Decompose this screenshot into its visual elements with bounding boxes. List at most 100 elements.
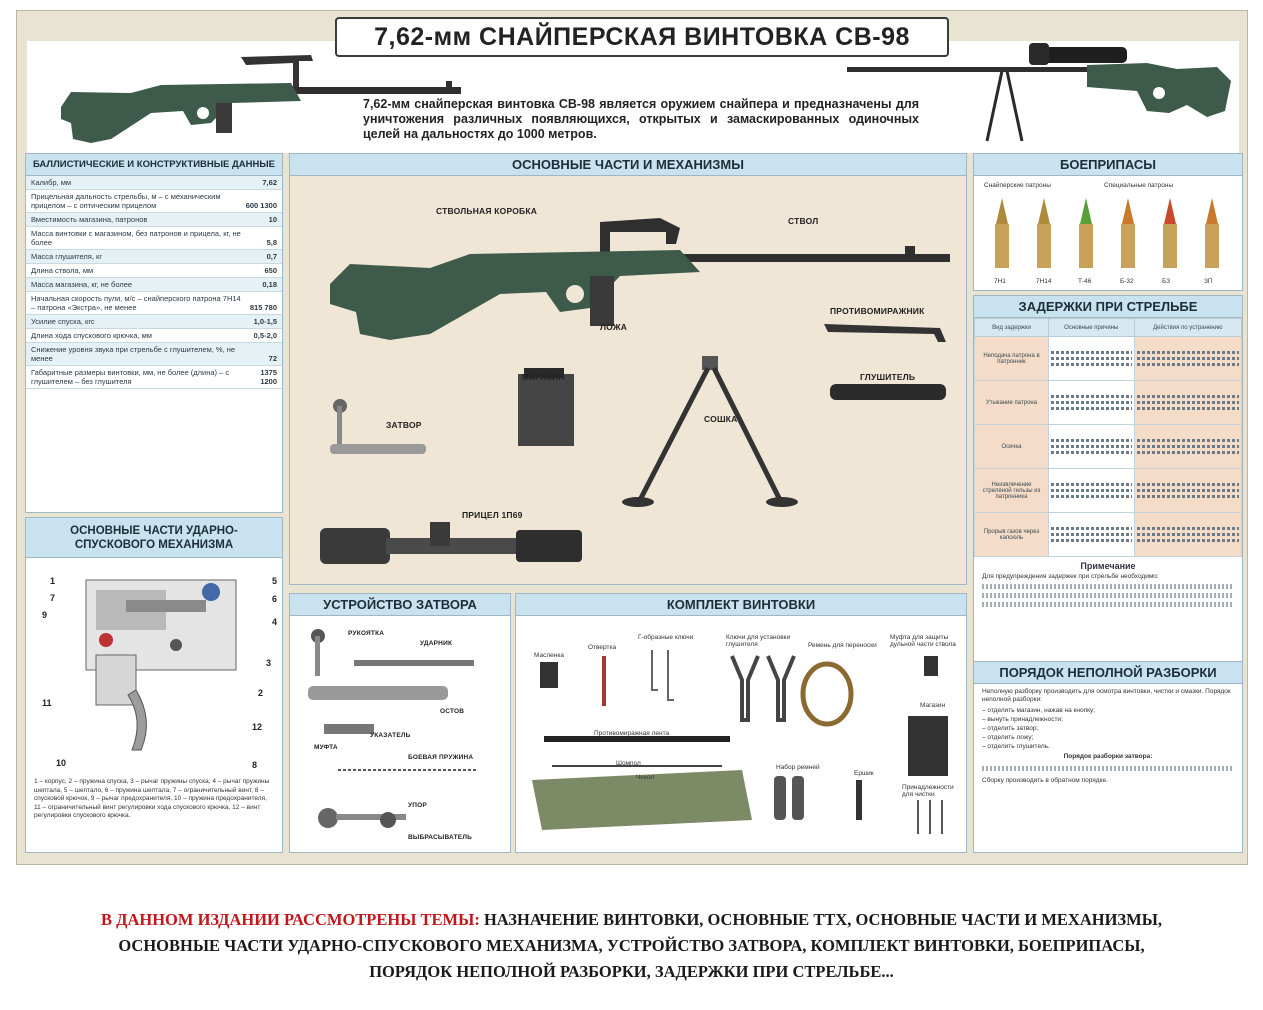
trigger-num: 3 — [266, 658, 272, 668]
topics-line-3: ПОРЯДОК НЕПОЛНОЙ РАЗБОРКИ, ЗАДЕРЖКИ ПРИ … — [369, 962, 894, 981]
trigger-num: 1 — [50, 576, 56, 586]
rifle-main-image — [330, 218, 950, 340]
delay-type: Прорыв газов через капсюль — [974, 512, 1049, 557]
disassembly-step: – отделить ложу; — [982, 734, 1034, 741]
delay-type: Неподача патрона в патронник — [974, 336, 1049, 381]
magazine-image — [518, 368, 574, 446]
ballistic-value: 815 780 — [249, 303, 277, 312]
bipod-image — [622, 356, 798, 507]
notes-line — [982, 584, 1234, 589]
delay-actions — [1133, 512, 1243, 557]
flashguard-image — [824, 324, 946, 342]
ballistic-value: 1,0-1,5 — [253, 317, 277, 326]
label-spring: БОЕВАЯ ПРУЖИНА — [408, 754, 474, 761]
topics-line-1-text: НАЗНАЧЕНИЕ ВИНТОВКИ, ОСНОВНЫЕ ТТХ, ОСНОВ… — [479, 910, 1163, 929]
parts-title: ОСНОВНЫЕ ЧАСТИ И МЕХАНИЗМЫ — [290, 154, 966, 176]
ballistic-label: Габаритные размеры винтовки, мм, не боле… — [31, 368, 230, 386]
ballistic-value: 10 — [268, 215, 277, 224]
ballistic-value: 0,18 — [262, 280, 277, 289]
cartridge-bullet — [1080, 198, 1092, 224]
ballistic-label: Вместимость магазина, патронов — [31, 215, 148, 224]
cartridge-bullet — [996, 198, 1008, 224]
cartridge-case — [1163, 224, 1177, 268]
ammo-label: Б-32 — [1120, 278, 1134, 285]
ammo-label: ЗП — [1204, 278, 1213, 285]
label-pointer: УКАЗАТЕЛЬ — [370, 732, 411, 739]
ballistic-label: Калибр, мм — [31, 178, 72, 187]
notes-line — [982, 602, 1234, 607]
delay-row: Неизвлечение стреляной гильзы из патронн… — [974, 468, 1243, 513]
delay-type: Утыкание патрона — [974, 380, 1049, 425]
label-flashguard: ПРОТИВОМИРАЖНИК — [830, 306, 925, 316]
delays-header: Вид задержки — [974, 318, 1049, 337]
trigger-num: 12 — [252, 722, 263, 732]
disassembly-step: – отделить затвор; — [982, 725, 1039, 732]
poster: 7,62-мм снайперская винтовка СВ-98 являе… — [16, 10, 1248, 865]
cartridge-bullet — [1122, 198, 1134, 224]
ballistic-row: Длина ствола, мм 650 — [26, 264, 282, 278]
trigger-num: 6 — [272, 594, 278, 604]
label-ejector: ВЫБРАСЫВАТЕЛЬ — [408, 834, 472, 841]
ammo-label: БЗ — [1162, 278, 1171, 285]
scope-image — [320, 522, 582, 564]
ammo-group-sniper: Снайперские патроны — [984, 182, 1051, 189]
silencer-image — [830, 384, 946, 400]
disassembly-step: – вынуть принадлежности; — [982, 716, 1063, 723]
disassembly-step: – отделить глушитель. — [982, 743, 1050, 750]
kit-brush: Ершик — [854, 770, 874, 777]
label-magazine: МАГАЗИН — [522, 372, 565, 382]
ballistic-label: Масса глушителя, кг — [31, 252, 103, 261]
ballistic-panel: БАЛЛИСТИЧЕСКИЕ И КОНСТРУКТИВНЫЕ ДАННЫЕ К… — [25, 153, 283, 513]
ammo-title: БОЕПРИПАСЫ — [974, 154, 1242, 176]
bolt-assembly-image — [308, 629, 478, 828]
delay-row: Неподача патрона в патронник — [974, 336, 1243, 381]
label-stop: УПОР — [408, 802, 427, 809]
label-bolt: ЗАТВОР — [386, 420, 422, 430]
disassembly-line — [982, 766, 1234, 771]
cartridge-case — [1121, 224, 1135, 268]
kit-title: КОМПЛЕКТ ВИНТОВКИ — [516, 594, 966, 616]
kit-counter: Противомиражная лента — [594, 730, 670, 737]
ballistic-value: 600 1300 — [245, 201, 277, 210]
delay-causes — [1048, 424, 1135, 469]
ballistic-label: Снижение уровня звука при стрельбе с глу… — [31, 345, 236, 363]
label-stock: ЛОЖА — [600, 322, 628, 332]
intro-area: 7,62-мм снайперская винтовка СВ-98 являе… — [27, 41, 1239, 153]
ballistic-row: Снижение уровня звука при стрельбе с глу… — [26, 343, 282, 366]
delay-row: Осечка — [974, 424, 1243, 469]
ballistic-value: 0,5-2,0 — [253, 331, 277, 340]
label-receiver: СТВОЛЬНАЯ КОРОБКА — [436, 206, 538, 216]
trigger-num: 5 — [272, 576, 278, 586]
trigger-num: 11 — [42, 698, 52, 708]
ballistic-label: Масса магазина, кг, не более — [31, 280, 133, 289]
ammo-image — [995, 198, 1219, 268]
ammo-label: 7Н14 — [1036, 278, 1052, 285]
ballistic-row: Масса винтовки с магазином, без патронов… — [26, 227, 282, 250]
trigger-mechanism-image — [85, 579, 237, 751]
delay-row: Утыкание патрона — [974, 380, 1243, 425]
ballistic-value: 72 — [268, 354, 277, 363]
notes-text: Для предупреждения задержек при стрельбе… — [982, 573, 1159, 580]
label-stem: ОСТОВ — [440, 708, 465, 715]
ballistic-row: Калибр, мм 7,62 — [26, 176, 282, 190]
delay-actions — [1133, 380, 1243, 425]
delay-causes — [1048, 380, 1135, 425]
trigger-num: 8 — [252, 760, 258, 770]
ballistic-label: Длина ствола, мм — [31, 266, 94, 275]
ballistic-value: 7,62 — [262, 178, 277, 187]
notes-line — [982, 593, 1234, 598]
ballistic-row: Масса магазина, кг, не более 0,18 — [26, 278, 282, 292]
ballistic-value: 650 — [264, 266, 277, 275]
intro-text: 7,62-мм снайперская винтовка СВ-98 являе… — [363, 97, 919, 141]
kit-case: Чехол — [636, 774, 655, 781]
delay-type: Неизвлечение стреляной гильзы из патронн… — [974, 468, 1049, 513]
kit-oiler: Масленка — [534, 652, 564, 659]
delay-type: Осечка — [974, 424, 1049, 469]
kit-rod: Шомпол — [616, 760, 641, 767]
cartridge-case — [995, 224, 1009, 268]
ballistic-row: Габаритные размеры винтовки, мм, не боле… — [26, 366, 282, 389]
topics-text: В ДАННОМ ИЗДАНИИ РАССМОТРЕНЫ ТЕМЫ: НАЗНА… — [0, 907, 1263, 985]
